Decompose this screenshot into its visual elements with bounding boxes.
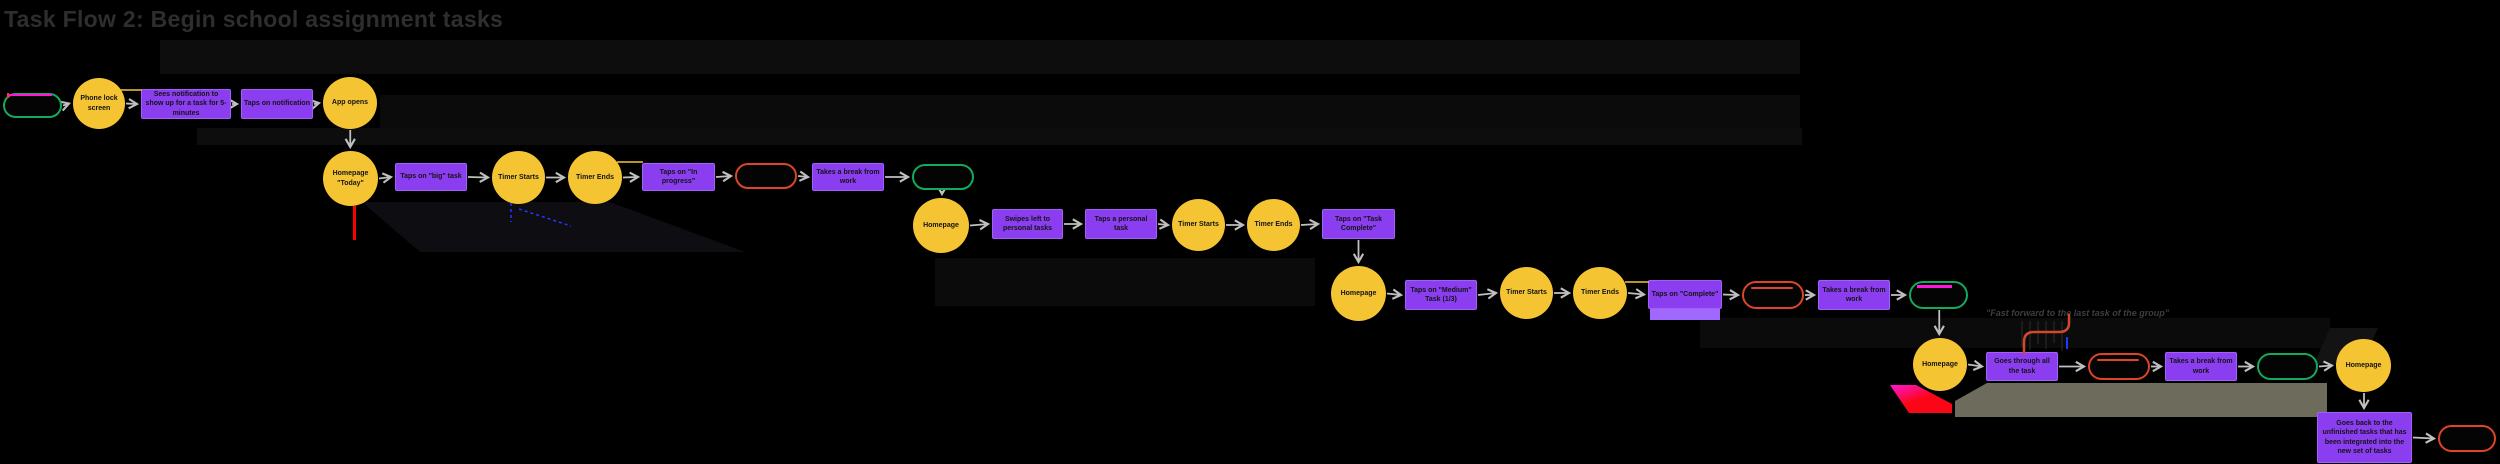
node-homepage-4[interactable]: Homepage [1913, 338, 1967, 391]
node-label: Taps on notification [244, 100, 310, 108]
node-takes-break-1[interactable]: Takes a break from work [812, 163, 884, 191]
magenta-scribble [9, 94, 52, 96]
connector-arrow-taps-on-notification-to-app-opens [309, 99, 322, 110]
node-app-opens[interactable]: App opens [323, 77, 377, 129]
node-label: Timer Starts [1178, 221, 1219, 229]
node-label: Taps on "Medium" Task (1/3) [1410, 286, 1472, 303]
connector-arrow-phone-lock-screen-to-sees-notification [125, 98, 140, 110]
node-break-check-3[interactable] [2088, 353, 2150, 380]
node-label: Timer Starts [1506, 289, 1547, 297]
node-label: Homepage [1922, 360, 1958, 368]
node-timer-ends-2[interactable]: Timer Ends [1247, 199, 1300, 251]
node-takes-break-3[interactable]: Takes a break from work [2165, 352, 2237, 381]
connector-arrow-homepage-3-to-taps-medium-task [1386, 288, 1404, 300]
node-homepage-today[interactable]: Homepage "Today" [323, 151, 378, 206]
node-label: Phone lock screen [80, 95, 118, 112]
blue-dash-mark [518, 208, 572, 227]
node-phone-lock-screen[interactable]: Phone lock screen [73, 78, 125, 129]
connector-arrow-taps-complete-to-break-check-2 [1722, 289, 1741, 301]
node-label: Homepage [2345, 361, 2382, 369]
blue-tick [2066, 337, 2068, 349]
node-goes-through-all[interactable]: Goes through all the task [1986, 352, 2058, 381]
node-label: Takes a break from work [816, 168, 880, 185]
node-label: Taps on "Task Complete" [1334, 215, 1382, 232]
ribbon-shape[interactable] [1890, 385, 1952, 413]
connector-arrow-timer-ends-1-to-taps-in-progress [622, 171, 641, 183]
connector-arrow-homepage-4-to-goes-through-all [1967, 359, 1985, 371]
node-label: Homepage [923, 221, 959, 229]
node-timer-starts-1[interactable]: Timer Starts [492, 151, 545, 204]
node-taps-in-progress[interactable]: Taps on "In progress" [642, 163, 715, 191]
gray-band-shape[interactable] [1955, 383, 2327, 417]
node-taps-medium-task[interactable]: Taps on "Medium" Task (1/3) [1405, 280, 1477, 310]
connector-arrow-taps-big-task-to-timer-starts-1 [467, 171, 491, 183]
ghost-band [935, 258, 1315, 306]
connector-arrow-homepage-today-to-taps-big-task [378, 172, 394, 184]
node-label: Swipes left to personal tasks [1002, 215, 1053, 232]
node-timer-ends-1[interactable]: Timer Ends [568, 151, 622, 204]
node-timer-ends-3[interactable]: Timer Ends [1573, 267, 1627, 319]
connector-arrow-break-check-1-to-takes-break-1 [797, 170, 811, 182]
connector-arrow-taps-in-progress-to-break-check-1 [715, 170, 734, 183]
node-label: Timer Starts [498, 173, 539, 181]
node-label: Homepage [1340, 289, 1377, 297]
node-label: Timer Ends [1581, 289, 1619, 297]
node-homepage-2[interactable]: Homepage [913, 198, 969, 253]
node-timer-starts-2[interactable]: Timer Starts [1172, 199, 1225, 251]
node-label: Taps a personal task [1094, 215, 1148, 232]
connector-arrow-timer-ends-2-to-taps-task-complete [1300, 218, 1321, 231]
node-swipes-left[interactable]: Swipes left to personal tasks [992, 209, 1063, 239]
node-label: Taps on "Complete" [1651, 290, 1719, 298]
ghost-band [1700, 318, 2330, 348]
node-takes-break-2[interactable]: Takes a break from work [1818, 280, 1890, 310]
node-label: Goes through all the task [1994, 358, 2050, 375]
connector-arrow-taps-personal-task-to-timer-starts-2 [1157, 218, 1171, 230]
node-resume-3[interactable] [2257, 353, 2318, 380]
node-label: Sees notification to show up for a task … [145, 91, 227, 117]
connector-arrow-timer-ends-3-to-taps-complete [1627, 288, 1647, 300]
node-timer-starts-3[interactable]: Timer Starts [1500, 267, 1553, 319]
node-taps-complete[interactable]: Taps on "Complete" [1648, 280, 1722, 309]
node-taps-on-notification[interactable]: Taps on notification [241, 89, 313, 119]
connector-arrow-homepage-2-to-swipes-left [969, 219, 991, 231]
node-label: Taps on "In progress" [659, 168, 698, 185]
node-break-check-1[interactable] [735, 163, 797, 189]
node-homepage-3[interactable]: Homepage [1331, 266, 1386, 321]
node-label: App opens [331, 99, 369, 107]
ghost-band [197, 128, 1802, 145]
connector-arrow-taps-medium-task-to-timer-starts-3 [1477, 288, 1499, 300]
node-label: Timer Ends [1254, 221, 1293, 229]
ghost-band [160, 40, 1800, 74]
node-label: Takes a break from work [2169, 358, 2233, 375]
connector-arrow-resume-3-to-homepage-5 [2318, 360, 2335, 372]
connector-arrow-start-terminal-to-phone-lock-screen [59, 100, 72, 112]
magenta-scribble [1917, 285, 1953, 288]
node-resume-2[interactable] [1909, 281, 1968, 309]
node-label: Goes back to the unfinished tasks that h… [2322, 420, 2407, 455]
node-label: Takes a break from work [1822, 286, 1886, 303]
node-taps-personal-task[interactable]: Taps a personal task [1085, 209, 1157, 239]
node-homepage-5[interactable]: Homepage [2336, 339, 2391, 392]
page-title[interactable]: Task Flow 2: Begin school assignment tas… [4, 6, 504, 32]
node-break-check-4[interactable] [2438, 425, 2496, 452]
node-label: Homepage "Today" [332, 170, 369, 187]
node-sees-notification[interactable]: Sees notification to show up for a task … [141, 89, 231, 119]
node-break-check-2[interactable] [1742, 281, 1804, 309]
node-taps-task-complete[interactable]: Taps on "Task Complete" [1322, 209, 1395, 239]
node-taps-big-task[interactable]: Taps on "big" task [395, 163, 467, 191]
red-tick [7, 93, 9, 98]
annotation-text[interactable]: "Fast forward to the last task of the gr… [1986, 308, 2170, 318]
node-label: Timer Ends [576, 173, 614, 181]
node-label: Taps on "big" task [400, 173, 462, 181]
red-stroke-mark [353, 206, 356, 240]
ghost-shape [362, 202, 745, 252]
node-goes-back-unfinished[interactable]: Goes back to the unfinished tasks that h… [2317, 412, 2412, 463]
connector-arrow-goes-back-unfinished-to-break-check-4 [2412, 432, 2437, 444]
red-elbow-scribble [2022, 313, 2071, 355]
